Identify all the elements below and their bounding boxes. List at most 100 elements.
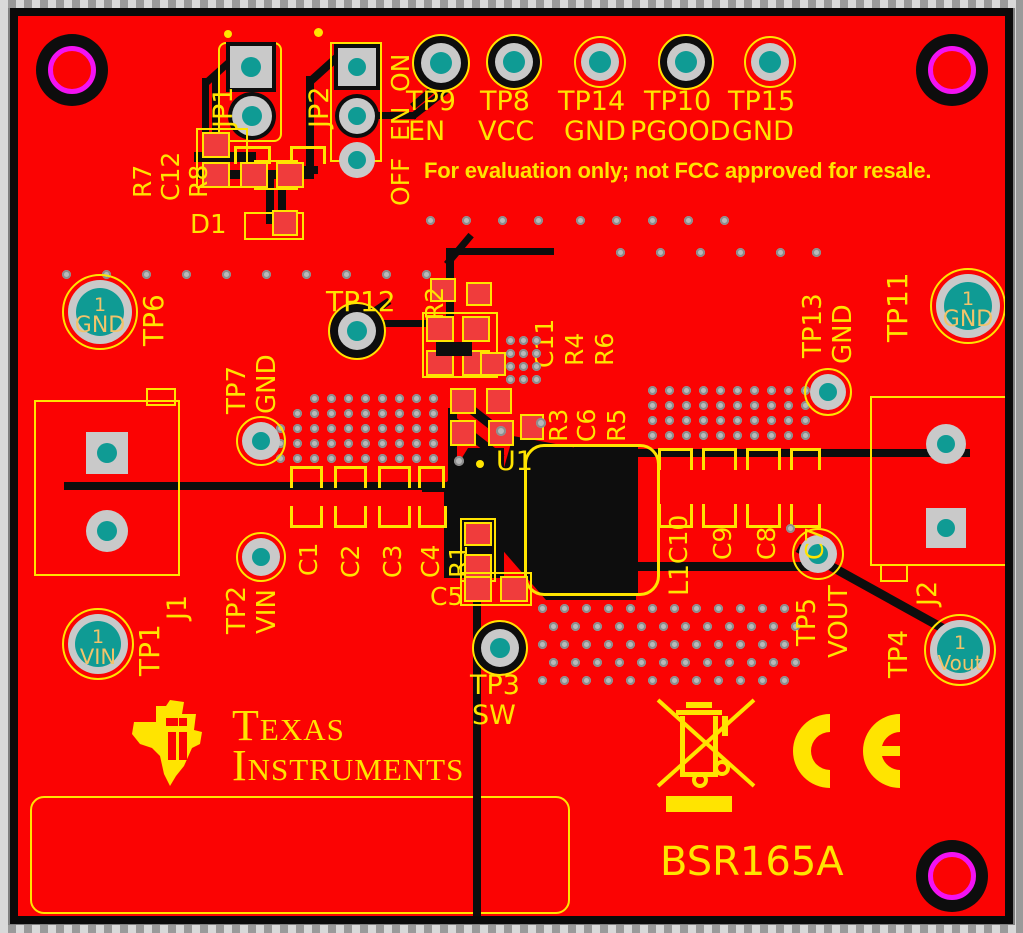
- j2-connector-outline: [870, 396, 1005, 566]
- tp10-label: TP10: [644, 86, 712, 117]
- pad-r2-a: [426, 316, 454, 342]
- via: [378, 454, 387, 463]
- tp12-pad[interactable]: [328, 302, 386, 360]
- j2-pad-1[interactable]: [926, 424, 966, 464]
- tp5-label: TP5: [792, 597, 822, 646]
- r4-designator: R4: [560, 332, 589, 366]
- trace-jp2-down: [306, 76, 314, 174]
- j1-pad-1[interactable]: [86, 432, 128, 474]
- jp2-pad-on[interactable]: [338, 48, 376, 86]
- silk-c1-top-r: [320, 466, 323, 488]
- tp13-pad[interactable]: [804, 368, 852, 416]
- via: [519, 349, 528, 358]
- jp2-pad-off[interactable]: [339, 142, 375, 178]
- silk-c10-bot-l: [658, 504, 661, 528]
- via: [293, 454, 302, 463]
- trace-vin-horizontal: [64, 482, 484, 490]
- j1-keying-tab: [146, 388, 176, 406]
- c5-designator: C5: [430, 582, 464, 611]
- via: [378, 424, 387, 433]
- via: [665, 401, 674, 410]
- j2-label: J2: [912, 580, 943, 606]
- pad-r8-a: [202, 132, 230, 158]
- trace-u1-pin: [448, 408, 457, 488]
- tp10-pad[interactable]: [658, 34, 714, 90]
- via: [791, 658, 800, 667]
- jp2-position-off: OFF: [386, 157, 415, 206]
- via: [344, 409, 353, 418]
- c1-designator: C1: [294, 542, 323, 576]
- via: [682, 386, 691, 395]
- ce-mark-svg: [793, 714, 900, 788]
- silk-c2-top-l: [334, 466, 337, 488]
- tp7-pad[interactable]: [236, 416, 286, 466]
- c10-designator: C10: [664, 514, 693, 564]
- jp1-pad-1[interactable]: [230, 46, 272, 88]
- via: [604, 604, 613, 613]
- via: [582, 640, 591, 649]
- tp5-pad[interactable]: [792, 528, 844, 580]
- via: [276, 454, 285, 463]
- via: [361, 394, 370, 403]
- via: [733, 416, 742, 425]
- tp8-pad[interactable]: [486, 34, 542, 90]
- silk-c1-top-b: [290, 466, 323, 469]
- via: [784, 401, 793, 410]
- silk-c2-bot-r: [364, 506, 367, 528]
- jp2-pad-en[interactable]: [339, 98, 375, 134]
- silk-c9-top-b: [702, 448, 737, 451]
- via: [682, 401, 691, 410]
- silk-c4-top-l: [418, 466, 421, 488]
- via: [682, 416, 691, 425]
- pad-r2-b: [462, 316, 490, 342]
- via: [758, 640, 767, 649]
- via: [784, 431, 793, 440]
- ti-texas-state-icon: [132, 700, 202, 786]
- via: [784, 416, 793, 425]
- via: [310, 454, 319, 463]
- via: [736, 676, 745, 685]
- via: [670, 640, 679, 649]
- via: [293, 424, 302, 433]
- via: [692, 604, 701, 613]
- silk-c3-bot-r: [408, 506, 411, 528]
- tp3-net-label: SW: [472, 700, 516, 731]
- tp15-pad[interactable]: [744, 36, 796, 88]
- j1-pad-2[interactable]: [86, 510, 128, 552]
- silk-c7-bot-l: [790, 504, 793, 528]
- via: [560, 604, 569, 613]
- u1-pin1-marker: [476, 460, 484, 468]
- tp1-pad[interactable]: [62, 608, 134, 680]
- r6-designator: R6: [590, 332, 619, 366]
- silk-c8-top-l: [746, 448, 749, 470]
- part-number-label: BSR165A: [660, 839, 844, 885]
- via: [801, 431, 810, 440]
- via: [758, 604, 767, 613]
- silk-c8-bot-t: [746, 525, 781, 528]
- tp11-pad[interactable]: [930, 268, 1005, 344]
- c7-designator: C7: [800, 526, 829, 560]
- via: [395, 439, 404, 448]
- via: [699, 416, 708, 425]
- jp1-outline: [218, 42, 282, 142]
- tp6-pad[interactable]: [62, 274, 138, 350]
- tp9-pad[interactable]: [412, 34, 470, 92]
- via: [670, 604, 679, 613]
- via: [769, 622, 778, 631]
- tp3-pad[interactable]: [472, 620, 528, 676]
- tp2-pad[interactable]: [236, 532, 286, 582]
- weee-solid-bar: [666, 796, 732, 812]
- tp14-pad[interactable]: [574, 36, 626, 88]
- via: [344, 424, 353, 433]
- via: [549, 658, 558, 667]
- weee-crossed-bin-icon: [654, 694, 764, 814]
- silk-c7-bot-r: [818, 504, 821, 528]
- silk-c1-bot-l: [290, 506, 293, 528]
- c3-designator: C3: [378, 544, 407, 578]
- via: [506, 336, 515, 345]
- j2-pad-2[interactable]: [926, 508, 966, 548]
- tp4-pad[interactable]: [924, 614, 996, 686]
- tp12-label: TP12: [326, 285, 396, 318]
- pad-extra-b: [466, 282, 492, 306]
- silk-c2-top-r: [364, 466, 367, 488]
